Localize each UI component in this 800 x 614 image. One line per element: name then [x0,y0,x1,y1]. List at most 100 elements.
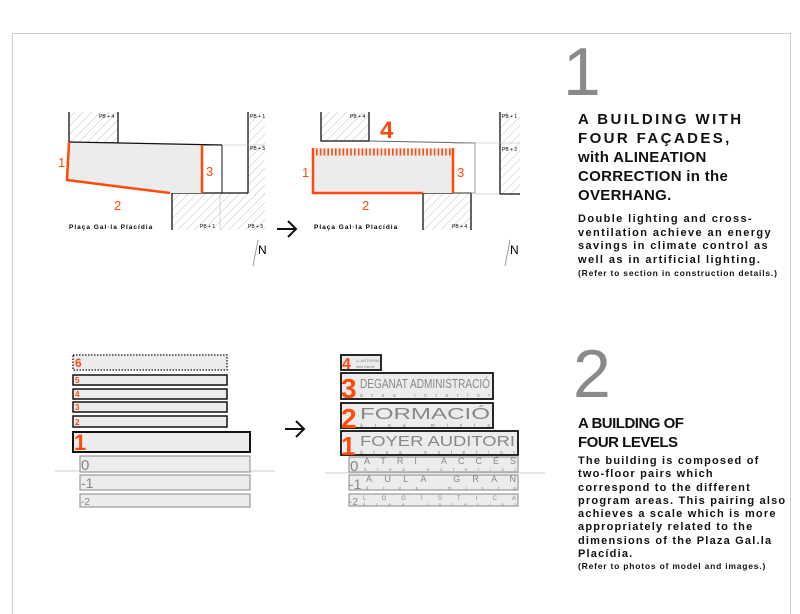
building-outline [68,141,223,146]
level-number: 2 [341,403,357,434]
title-line: A BUILDING OF [578,415,684,432]
level-number: 1 [341,431,355,461]
plan-before: 1 2 3 PB + 4 PB + 1 PB + 5 PB + 1 PB + 5… [58,112,267,267]
level-box [72,415,228,428]
level-number: -1 [81,475,94,491]
body-text: Double lighting and cross-ventilation ac… [578,213,773,266]
neighbor-label: PB + 1 [502,114,517,120]
neighbor-outline [320,112,370,142]
level-area: àrea exterior [364,467,517,472]
level-name: LLANTERNA [356,358,380,363]
facade-label: 4 [380,117,394,144]
level-box [72,431,251,453]
level-number: -1 [349,476,362,492]
level-box [340,402,494,429]
neighbor-block [321,112,369,141]
north-label: N [258,243,267,257]
level-number: 5 [75,376,80,385]
north-arrow-icon [504,239,511,267]
section-body: Double lighting and cross-ventilation ac… [578,213,783,281]
neighbor-label: PB + 4 [452,224,467,230]
level-box [348,493,519,507]
facade-label: 3 [206,164,213,179]
level-box [79,474,251,491]
section-title: A BUILDING WITH FOUR FAÇADES, with ALINE… [578,110,743,205]
neighbor-label: PB + 4 [350,114,365,120]
neighbor-block [500,112,520,195]
level-area: àrea interior [356,365,376,369]
level-box [348,474,519,491]
neighbor-label: PB + 4 [99,114,114,120]
body-note: (Refer to photos of model and images.) [578,561,767,572]
neighbor-label: PB + 5 [250,146,265,152]
north-arrow-icon [252,239,259,267]
neighbor-label: PB + 1 [200,224,215,230]
plan-after: 1 2 3 4 PB + 4 PB + 1 PB + 2 PB + 4 Plaç… [302,112,520,267]
level-box [79,493,251,508]
level-number: 2 [75,418,80,427]
levels-before: 6 5 4 3 2 1 0 -1 -2 [55,354,275,508]
north-label: N [510,243,519,257]
level-box [72,388,228,400]
level-name: FOYER AUDITORI [360,433,515,450]
level-box [72,374,228,386]
section-body: The building is composed of two-floor pa… [578,455,788,571]
facade-label: 3 [457,165,464,180]
level-box [72,401,228,413]
title-line: FOUR LEVELS [578,434,678,451]
arrow-right-icon [285,420,306,438]
level-number: 4 [75,390,80,399]
level-name: LOGÍSTICA [363,495,516,502]
neighbor-block [423,193,471,230]
section-number: 2 [573,336,611,412]
level-box [348,456,519,473]
facade-label: 1 [302,165,309,180]
neighbor-block [248,112,265,195]
building-outline [453,142,476,194]
level-area: àrea interior [363,502,517,507]
facade-line [65,141,171,195]
level-name: DEGANAT ADMINISTRACIÓ [360,376,490,391]
level-name: ATRI ACCÉS [364,456,516,466]
diagram-canvas: 1 2 3 PB + 4 PB + 1 PB + 5 PB + 1 PB + 5… [55,112,545,508]
level-number: -2 [349,497,358,508]
title-line: with ALINEATION [578,149,707,166]
building-footprint [67,142,202,193]
section-title: A BUILDING OF FOUR LEVELS [578,414,684,452]
facade-label: 2 [114,198,121,213]
level-number: -2 [81,497,90,508]
level-number: 1 [74,430,86,455]
plaza-label: Plaça Gal·la Placídia [69,224,153,231]
level-number: 3 [341,373,357,404]
level-number: 3 [75,403,80,412]
level-area: àrea interior [360,393,490,399]
facade-label: 2 [362,198,369,213]
level-box [340,354,382,371]
levels-after: 4 LLANTERNA àrea interior 3 DEGANAT ADMI… [325,354,545,508]
level-number: 0 [350,458,358,475]
level-number: 6 [75,356,82,370]
title-line: CORRECTION in the [578,168,729,185]
body-note: (Refer to section in construction detail… [578,268,778,278]
neighbor-label: PB + 5 [248,224,263,230]
neighbor-block [172,193,265,230]
neighbor-label: PB + 1 [250,114,265,120]
level-area: àrea exterior [360,450,515,456]
arrow-right-icon [277,220,298,238]
level-number: 4 [342,356,351,373]
neighbor-block [69,112,118,143]
level-box [79,455,251,473]
level-box [72,354,228,371]
neighbor-label: PB + 2 [502,147,517,153]
level-number: 0 [81,457,89,474]
page-frame [12,33,791,614]
title-line: FOUR FAÇADES, [578,130,732,147]
plaza-label: Plaça Gal·la Placídia [314,224,398,231]
level-box [340,430,519,456]
facade-label: 1 [58,155,65,170]
title-line: A BUILDING WITH [578,111,744,128]
level-box [340,372,494,400]
building-footprint [313,148,453,193]
section-number: 1 [563,34,601,110]
title-line: OVERHANG. [578,187,672,204]
